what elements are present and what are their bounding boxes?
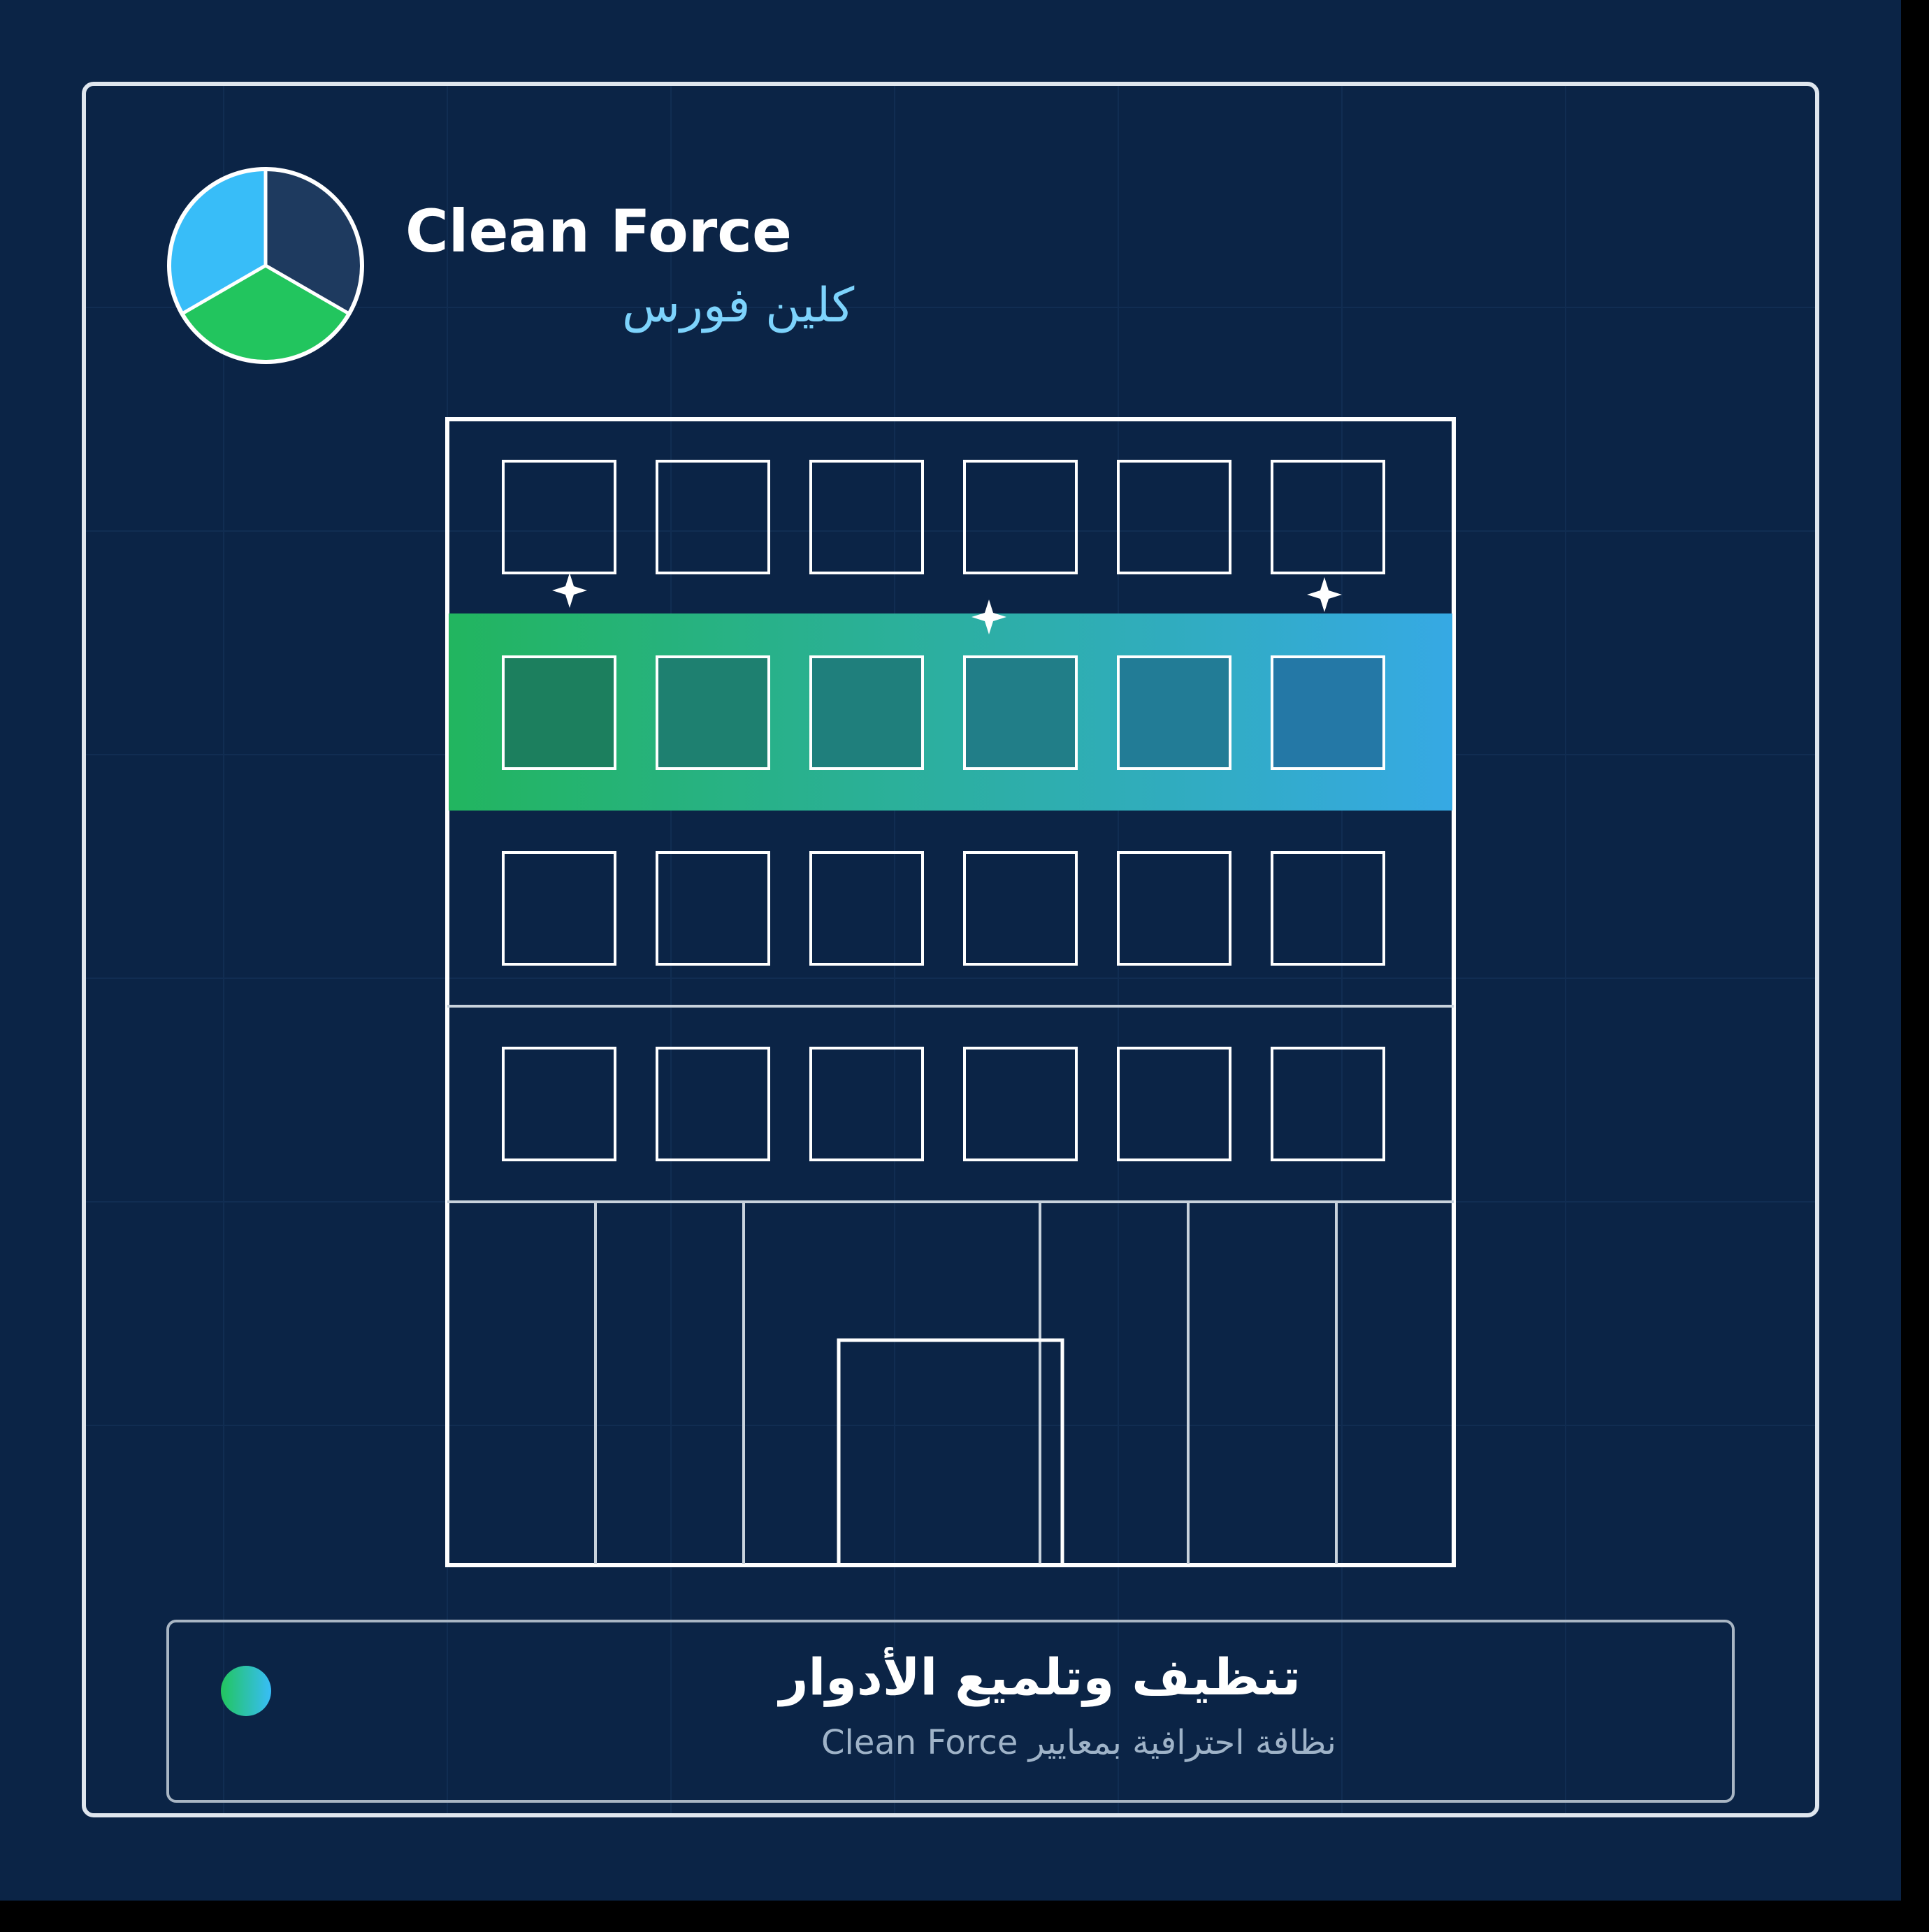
window	[809, 1047, 924, 1161]
caption-box	[166, 1620, 1735, 1803]
building-facade-icon	[445, 417, 1456, 1567]
window	[502, 655, 616, 770]
window	[656, 655, 770, 770]
brand-name: Clean Force	[405, 197, 792, 266]
window	[1117, 460, 1231, 574]
window	[809, 851, 924, 966]
window	[1117, 1047, 1231, 1161]
window	[809, 655, 924, 770]
window	[963, 655, 1078, 770]
gradient-dot-icon	[221, 1666, 271, 1716]
window	[656, 1047, 770, 1161]
window	[963, 1047, 1078, 1161]
window	[1271, 655, 1385, 770]
window-row-2	[502, 655, 1385, 770]
window	[1117, 851, 1231, 966]
window	[963, 460, 1078, 574]
window	[656, 460, 770, 574]
card-frame	[82, 82, 1819, 1817]
window	[963, 851, 1078, 966]
entrance-door	[837, 1338, 1064, 1567]
window-row-1	[502, 460, 1385, 574]
window	[1271, 851, 1385, 966]
caption-subtitle: نظافة احترافية بمعايير Clean Force	[821, 1723, 1336, 1762]
brand-name-arabic: كلين فورس	[622, 278, 855, 333]
window	[502, 460, 616, 574]
window	[1271, 460, 1385, 574]
window-row-3	[502, 851, 1385, 966]
sparkle-star-icon	[552, 573, 1342, 634]
caption-title: تنظيف وتلميع الأدوار	[777, 1646, 1301, 1707]
window	[1117, 655, 1231, 770]
window	[809, 460, 924, 574]
window	[502, 1047, 616, 1161]
ground-floor-columns	[594, 1202, 1338, 1564]
window-row-4	[502, 1047, 1385, 1161]
window	[1271, 1047, 1385, 1161]
tri-segment-circle-logo-icon	[167, 167, 364, 364]
window	[502, 851, 616, 966]
window	[656, 851, 770, 966]
